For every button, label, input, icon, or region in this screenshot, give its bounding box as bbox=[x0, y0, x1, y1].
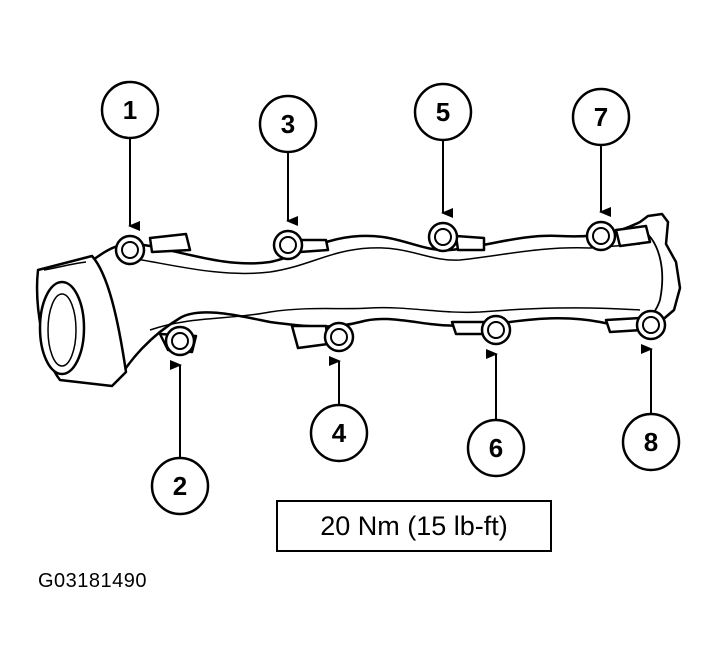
callout-5-label: 5 bbox=[436, 97, 450, 127]
bolt-7 bbox=[585, 220, 617, 252]
tab-top-4 bbox=[614, 224, 652, 248]
callout-6: 6 bbox=[466, 418, 526, 478]
callout-7: 7 bbox=[571, 87, 631, 147]
outlet-flange-edge bbox=[43, 261, 87, 271]
tab-top-2 bbox=[298, 238, 330, 254]
callout-4-label: 4 bbox=[332, 418, 347, 448]
callout-1: 1 bbox=[100, 80, 160, 140]
leader-arrows bbox=[128, 138, 653, 458]
callouts: 1 2 3 4 5 6 7 8 bbox=[100, 80, 681, 516]
torque-spec-label: 20 Nm (15 lb-ft) bbox=[320, 510, 508, 541]
bolts bbox=[114, 220, 667, 357]
bolt-4 bbox=[323, 321, 355, 353]
callout-8-label: 8 bbox=[644, 427, 658, 457]
callout-7-label: 7 bbox=[594, 102, 608, 132]
manifold-inner-bottom bbox=[149, 306, 641, 331]
bolt-1 bbox=[114, 234, 146, 266]
torque-spec-box: 20 Nm (15 lb-ft) bbox=[276, 500, 552, 552]
bolt-8 bbox=[635, 309, 667, 341]
callout-3: 3 bbox=[258, 94, 318, 154]
manifold-inner-top bbox=[129, 243, 641, 275]
bolt-5 bbox=[427, 221, 459, 253]
callout-6-label: 6 bbox=[489, 433, 503, 463]
callout-1-label: 1 bbox=[123, 95, 137, 125]
callout-4: 4 bbox=[309, 403, 369, 463]
callout-3-label: 3 bbox=[281, 109, 295, 139]
callout-2-label: 2 bbox=[173, 471, 187, 501]
outlet-opening-inner bbox=[47, 293, 77, 367]
tab-top-3 bbox=[454, 234, 486, 252]
tab-bottom-2 bbox=[290, 324, 330, 350]
bolt-3 bbox=[272, 229, 304, 261]
bolt-2 bbox=[164, 325, 196, 357]
bolt-6 bbox=[480, 314, 512, 346]
callout-2: 2 bbox=[150, 456, 210, 516]
exhaust-manifold bbox=[35, 212, 682, 388]
tab-top-1 bbox=[148, 232, 192, 254]
callout-8: 8 bbox=[621, 412, 681, 472]
callout-5: 5 bbox=[413, 82, 473, 142]
figure-id: G03181490 bbox=[38, 570, 148, 592]
